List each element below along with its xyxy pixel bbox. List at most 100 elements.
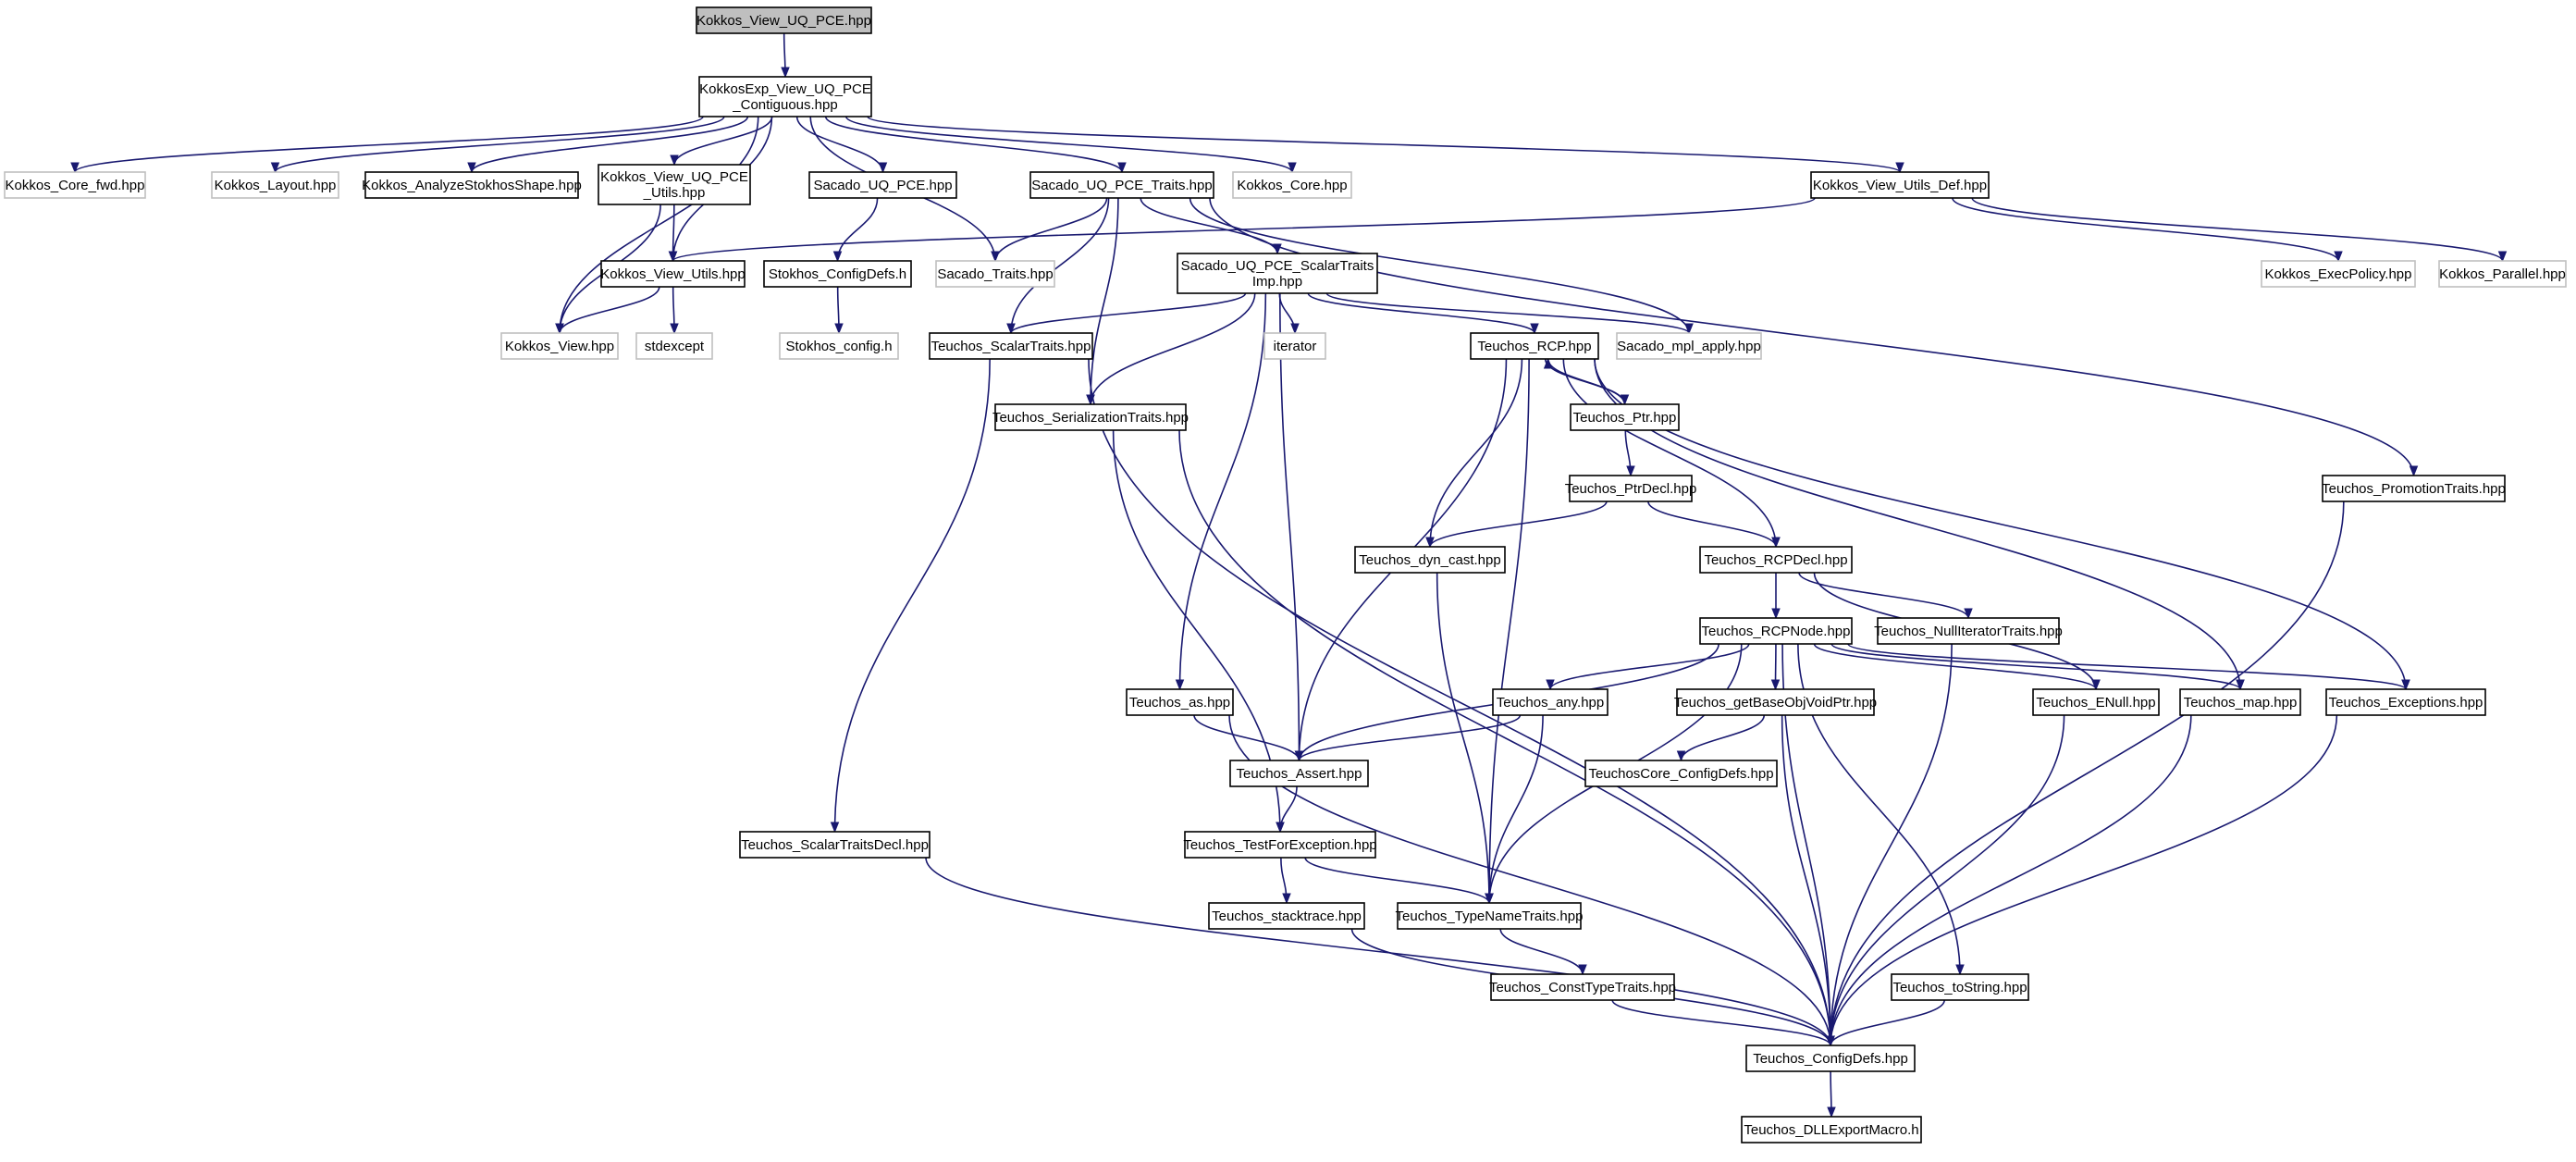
node-texceptions[interactable]: Teuchos_Exceptions.hpp [2325, 688, 2486, 716]
node-box-kviewutilsdef [1810, 171, 1990, 199]
arrowhead-sacadoscalarimp-to-iterator [1290, 323, 1300, 335]
node-box-texceptions [2325, 688, 2486, 716]
node-trcpdecl[interactable]: Teuchos_RCPDecl.hpp [1699, 546, 1853, 574]
node-tas[interactable]: Teuchos_as.hpp [1126, 688, 1234, 716]
node-ttypename[interactable]: Teuchos_TypeNameTraits.hpp [1396, 902, 1584, 930]
node-box-tcoreconfig [1584, 760, 1778, 787]
node-tconfigdefs[interactable]: Teuchos_ConfigDefs.hpp [1745, 1045, 1916, 1072]
edge-tnulliter-to-tconfigdefs [1830, 643, 1953, 1046]
node-tconsttype[interactable]: Teuchos_ConstTypeTraits.hpp [1489, 973, 1676, 1001]
node-box-tptr [1570, 403, 1680, 431]
arrowhead-tgetbase-to-tcoreconfig [1676, 750, 1686, 762]
node-label-texceptions: Teuchos_Exceptions.hpp [2329, 695, 2484, 711]
node-box-tas [1126, 688, 1234, 716]
node-layer: Kokkos_View_UQ_PCE.hppKokkosExp_View_UQ_… [4, 6, 2567, 1143]
node-box-tgetbase [1676, 688, 1875, 716]
node-tmap[interactable]: Teuchos_map.hpp [2179, 688, 2301, 716]
node-label-sacadoscalarimp: Imp.hpp [1252, 274, 1302, 290]
node-tscalartraits[interactable]: Teuchos_ScalarTraits.hpp [929, 332, 1093, 360]
edge-kexp-to-kviewutilsdef [867, 116, 1901, 173]
node-tptr[interactable]: Teuchos_Ptr.hpp [1570, 403, 1680, 431]
node-tptrdecl[interactable]: Teuchos_PtrDecl.hpp [1565, 475, 1697, 502]
node-label-trcp: Teuchos_RCP.hpp [1477, 339, 1591, 354]
node-kviewutils[interactable]: Kokkos_View_Utils.hpp [600, 260, 746, 288]
arrowhead-ttestforexc-to-ttypename [1485, 893, 1494, 905]
edge-sacadoscalarimp-to-tassert [1279, 292, 1300, 761]
node-label-kviewuqutils: Kokkos_View_UQ_PCE [600, 169, 748, 185]
node-kcore: Kokkos_Core.hpp [1232, 171, 1352, 199]
node-root[interactable]: Kokkos_View_UQ_PCE.hpp [696, 6, 872, 34]
node-label-stokhosconfig: Stokhos_config.h [785, 339, 892, 354]
arrowhead-kexp-to-kcore [1288, 162, 1297, 174]
node-tcoreconfig[interactable]: TeuchosCore_ConfigDefs.hpp [1584, 760, 1778, 787]
arrowhead-sacadouqtraits-to-tpromotion [2409, 465, 2419, 477]
node-label-kanalyze: Kokkos_AnalyzeStokhosShape.hpp [362, 178, 582, 193]
node-box-ttestforexc [1184, 831, 1376, 859]
node-tnulliter[interactable]: Teuchos_NullIteratorTraits.hpp [1874, 617, 2063, 645]
node-ttostring[interactable]: Teuchos_toString.hpp [1891, 973, 2029, 1001]
node-tassert[interactable]: Teuchos_Assert.hpp [1229, 760, 1369, 787]
node-box-tenull [2032, 688, 2160, 716]
node-box-iterator [1263, 332, 1326, 360]
arrowhead-tptrdecl-to-tdyncast [1425, 537, 1435, 549]
edge-kexp-to-kcorefwd [74, 116, 704, 173]
node-label-root: Kokkos_View_UQ_PCE.hpp [696, 13, 871, 29]
node-sacadouqpce[interactable]: Sacado_UQ_PCE.hpp [808, 171, 957, 199]
node-label-kexp: KokkosExp_View_UQ_PCE [699, 81, 871, 97]
edge-tptrdecl-to-tdyncast [1429, 501, 1608, 548]
arrowhead-stokhosconfigdefs-to-stokhosconfig [834, 323, 844, 335]
node-stokhosconfigdefs[interactable]: Stokhos_ConfigDefs.h [763, 260, 912, 288]
node-box-trcpdecl [1699, 546, 1853, 574]
node-label-iterator: iterator [1274, 339, 1317, 354]
edge-sacadouqtraits-to-tserialization [1090, 197, 1119, 405]
node-kviewuqutils[interactable]: Kokkos_View_UQ_PCE_Utils.hpp [598, 164, 751, 205]
arrowhead-kviewutils-to-kview [555, 323, 564, 335]
node-sacadouqtraits[interactable]: Sacado_UQ_PCE_Traits.hpp [1029, 171, 1214, 199]
arrowhead-tptr-to-tptrdecl [1626, 465, 1635, 477]
arrowhead-kexp-to-kanalyze [467, 162, 476, 174]
node-stdexcept: stdexcept [635, 332, 713, 360]
node-tgetbase[interactable]: Teuchos_getBaseObjVoidPtr.hpp [1674, 688, 1877, 716]
node-box-tscalartraits [929, 332, 1093, 360]
node-kview: Kokkos_View.hpp [500, 332, 619, 360]
node-iterator: iterator [1263, 332, 1326, 360]
arrowhead-kviewutilsdef-to-kviewutils [668, 251, 678, 263]
node-label-tassert: Teuchos_Assert.hpp [1237, 766, 1362, 782]
node-tdyncast[interactable]: Teuchos_dyn_cast.hpp [1354, 546, 1506, 574]
edge-tptrdecl-to-trcpdecl [1647, 501, 1777, 548]
edge-trcpdecl-to-tnulliter [1798, 572, 1969, 619]
arrowhead-kviewutilsdef-to-kexecpolicy [2334, 251, 2343, 263]
node-label-tconsttype: Teuchos_ConstTypeTraits.hpp [1489, 980, 1676, 995]
node-box-tassert [1229, 760, 1369, 787]
node-tenull[interactable]: Teuchos_ENull.hpp [2032, 688, 2160, 716]
node-trcpnode[interactable]: Teuchos_RCPNode.hpp [1699, 617, 1853, 645]
node-tstacktrace[interactable]: Teuchos_stacktrace.hpp [1208, 902, 1365, 930]
edge-tmap-to-tconfigdefs [1830, 714, 2192, 1046]
node-kanalyze[interactable]: Kokkos_AnalyzeStokhosShape.hpp [362, 171, 582, 199]
node-label-tconfigdefs: Teuchos_ConfigDefs.hpp [1753, 1051, 1908, 1067]
node-label-tptrdecl: Teuchos_PtrDecl.hpp [1565, 481, 1697, 497]
node-ttestforexc[interactable]: Teuchos_TestForException.hpp [1183, 831, 1377, 859]
node-trcp[interactable]: Teuchos_RCP.hpp [1470, 332, 1599, 360]
node-label-kviewutils: Kokkos_View_Utils.hpp [600, 266, 745, 282]
node-tscalartraitsdecl[interactable]: Teuchos_ScalarTraitsDecl.hpp [739, 831, 931, 859]
node-box-kviewuqutils [598, 164, 751, 205]
node-tserialization[interactable]: Teuchos_SerializationTraits.hpp [992, 403, 1189, 431]
node-box-kparallel [2438, 260, 2567, 288]
node-kexp[interactable]: KokkosExp_View_UQ_PCE_Contiguous.hpp [698, 76, 872, 117]
node-label-tpromotion: Teuchos_PromotionTraits.hpp [2322, 481, 2506, 497]
node-kexecpolicy: Kokkos_ExecPolicy.hpp [2261, 260, 2416, 288]
node-tpromotion[interactable]: Teuchos_PromotionTraits.hpp [2322, 475, 2506, 502]
node-label-tas: Teuchos_as.hpp [1129, 695, 1230, 711]
arrowhead-tptrdecl-to-trcpdecl [1771, 537, 1781, 549]
node-kviewutilsdef[interactable]: Kokkos_View_Utils_Def.hpp [1810, 171, 1990, 199]
node-tany[interactable]: Teuchos_any.hpp [1492, 688, 1608, 716]
node-tdllexport[interactable]: Teuchos_DLLExportMacro.h [1741, 1116, 1922, 1143]
edge-tscalartraitsdecl-to-tconfigdefs [925, 857, 1831, 1046]
node-label-tscalartraitsdecl: Teuchos_ScalarTraitsDecl.hpp [741, 837, 929, 853]
arrowhead-trcpnode-to-tany [1546, 679, 1555, 691]
node-box-tstacktrace [1208, 902, 1365, 930]
node-box-tdllexport [1741, 1116, 1922, 1143]
node-label-kcore: Kokkos_Core.hpp [1237, 178, 1347, 193]
